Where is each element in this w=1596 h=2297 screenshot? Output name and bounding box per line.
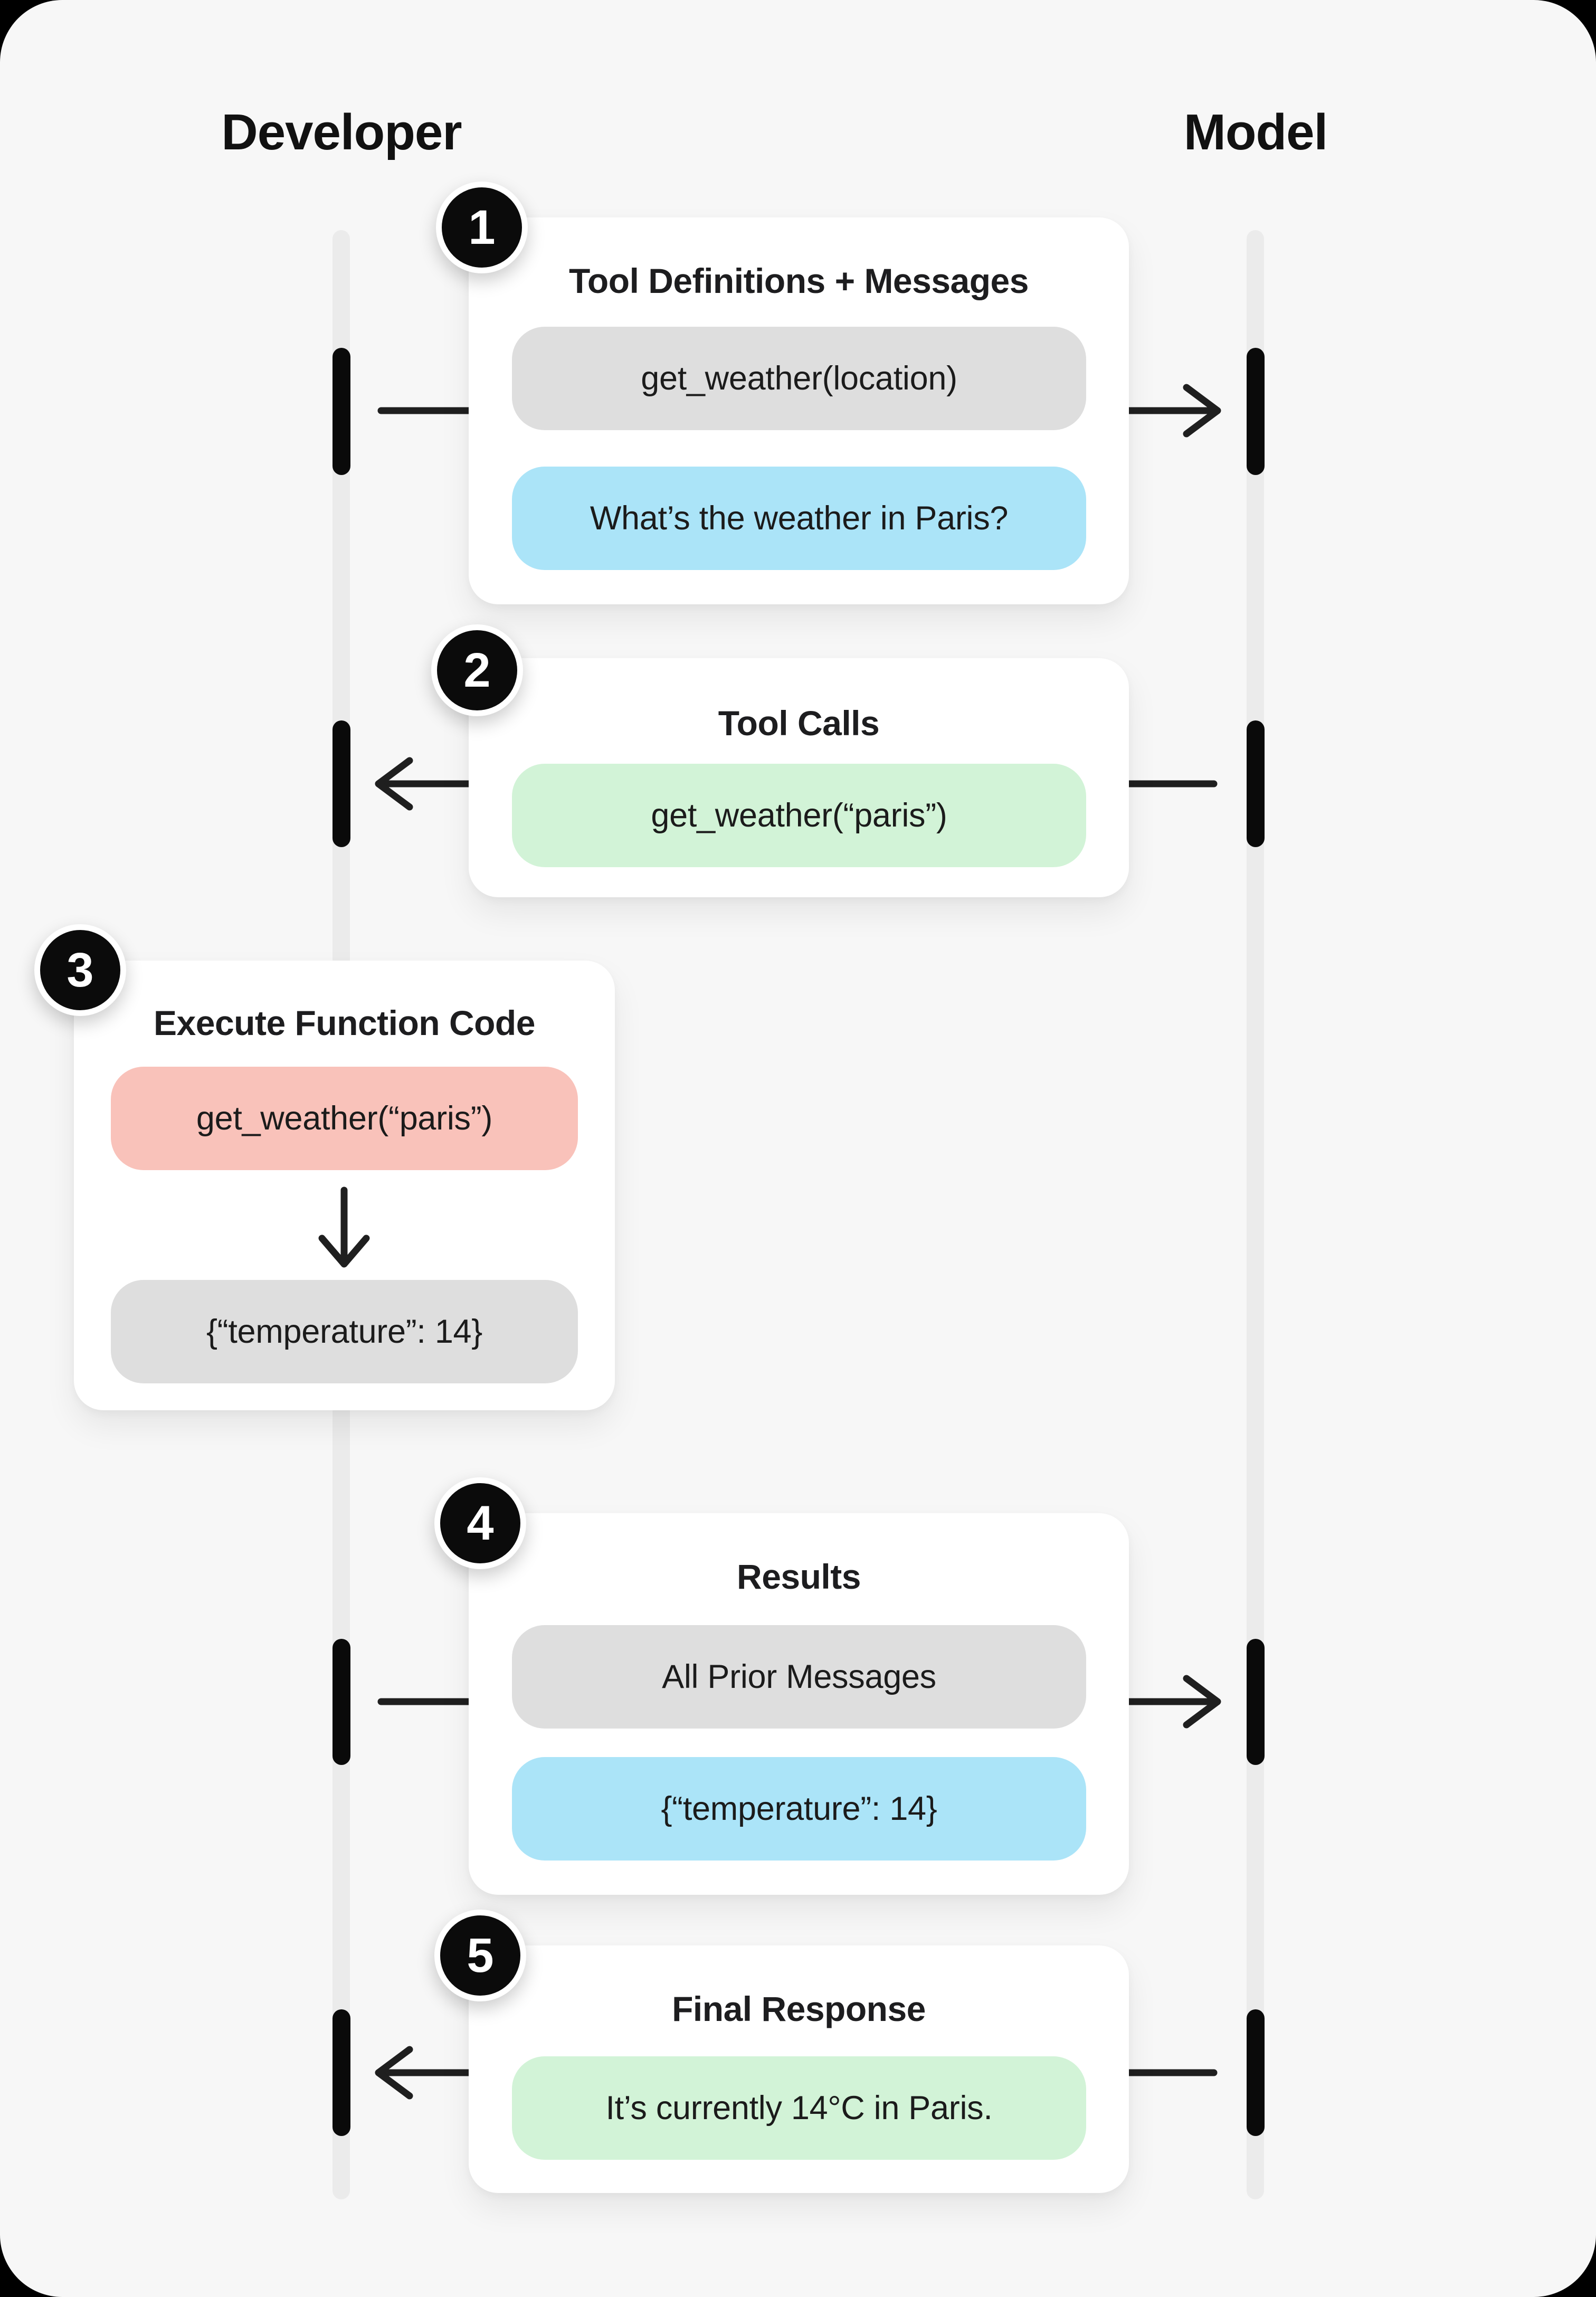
step4-result-message-pill: {“temperature”: 14}: [512, 1757, 1086, 1861]
step2-tool-call-pill: get_weather(“paris”): [512, 764, 1086, 867]
step4-title: Results: [737, 1557, 861, 1596]
step5-number: 5: [467, 1929, 494, 1982]
step5-title: Final Response: [672, 1989, 926, 2028]
step4-number-badge: 4: [434, 1477, 526, 1569]
developer-activation-step5: [332, 2009, 350, 2136]
step1-title: Tool Definitions + Messages: [569, 261, 1029, 300]
step2-title: Tool Calls: [718, 704, 880, 743]
step4-prior-messages-pill: All Prior Messages: [512, 1625, 1086, 1729]
step2-number: 2: [463, 643, 491, 697]
step5-number-badge: 5: [434, 1910, 526, 2001]
developer-activation-step1: [332, 348, 350, 475]
arrow-down-step3-icon: [312, 1185, 376, 1272]
step1-card: Tool Definitions + Messages get_weather(…: [469, 217, 1129, 604]
step5-card: Final Response It’s currently 14°C in Pa…: [469, 1945, 1129, 2193]
model-activation-step2: [1247, 720, 1265, 847]
step3-number-badge: 3: [34, 924, 126, 1016]
step2-number-badge: 2: [431, 624, 523, 716]
developer-activation-step4: [332, 1639, 350, 1765]
model-activation-step4: [1247, 1639, 1265, 1765]
model-activation-step1: [1247, 348, 1265, 475]
model-activation-step5: [1247, 2009, 1265, 2136]
step4-number: 4: [467, 1496, 494, 1550]
step3-function-result-pill: {“temperature”: 14}: [111, 1280, 578, 1383]
step1-tool-definition-pill: get_weather(location): [512, 327, 1086, 430]
step3-function-call-pill: get_weather(“paris”): [111, 1067, 578, 1170]
step3-title: Execute Function Code: [154, 1003, 535, 1042]
step1-user-message-pill: What’s the weather in Paris?: [512, 467, 1086, 570]
step3-number: 3: [66, 943, 94, 997]
step1-number-badge: 1: [436, 182, 528, 273]
developer-activation-step2: [332, 720, 350, 847]
developer-lane-label: Developer: [221, 104, 462, 160]
model-lifeline: [1247, 230, 1264, 2199]
step2-card: Tool Calls get_weather(“paris”): [469, 658, 1129, 897]
step4-card: Results All Prior Messages {“temperature…: [469, 1513, 1129, 1895]
step3-card: Execute Function Code get_weather(“paris…: [74, 961, 615, 1410]
step5-final-response-pill: It’s currently 14°C in Paris.: [512, 2056, 1086, 2160]
model-lane-label: Model: [1183, 104, 1328, 160]
step1-number: 1: [468, 201, 496, 254]
